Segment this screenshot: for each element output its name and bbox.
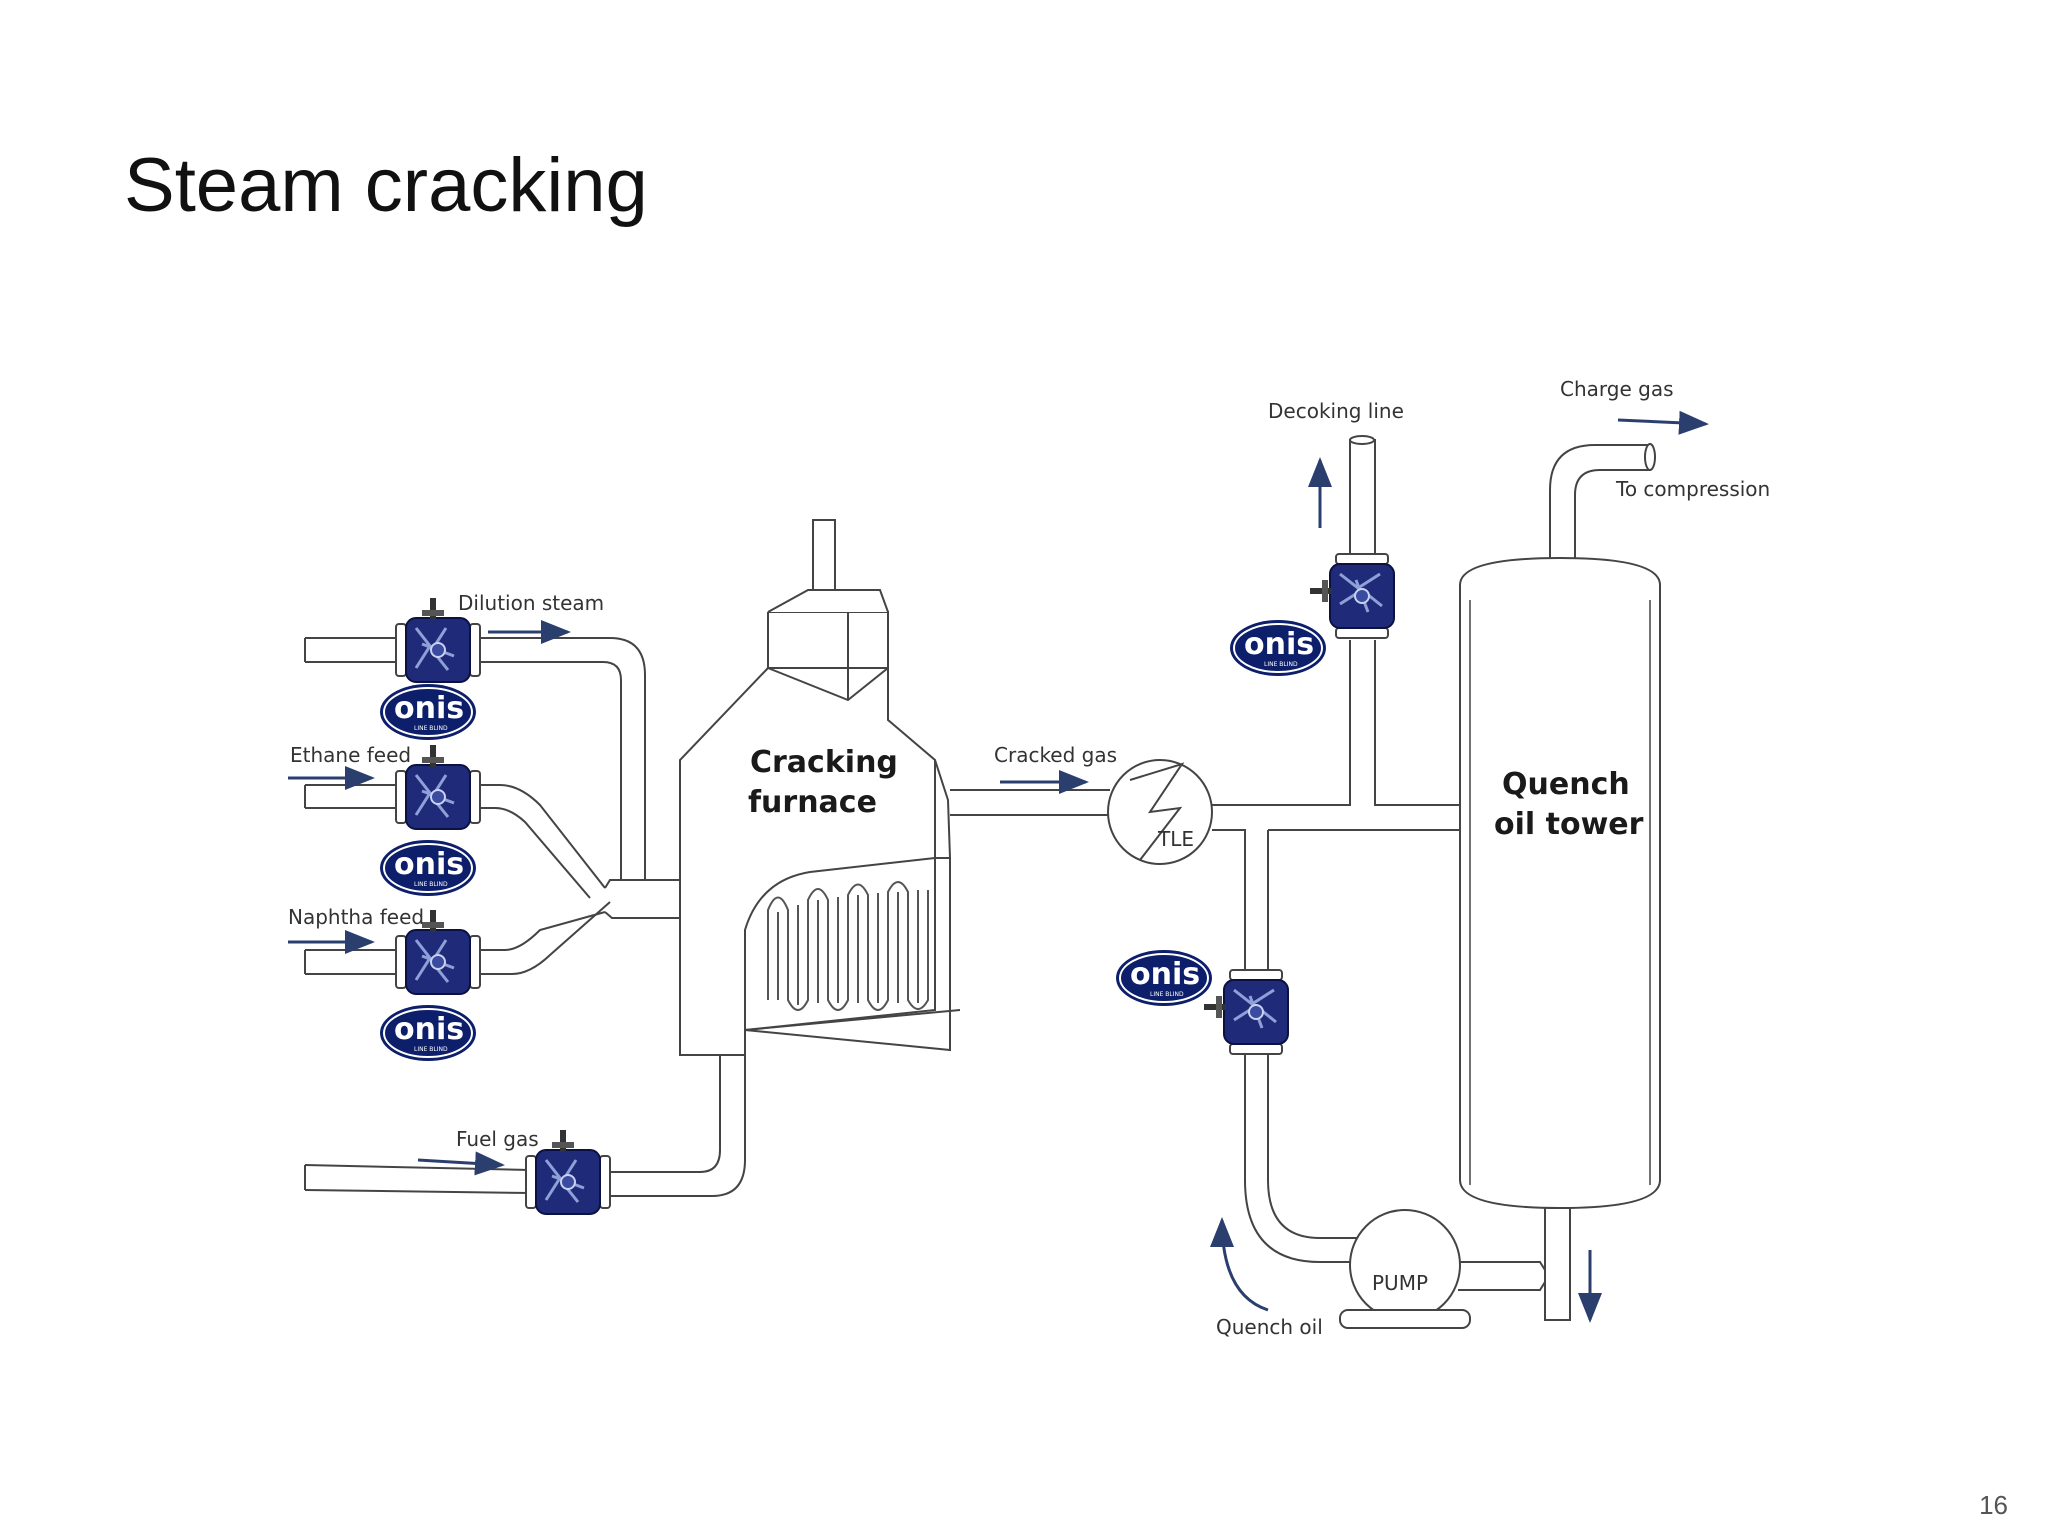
- tower-label-line1: Quench: [1502, 767, 1630, 802]
- cracked-gas-label: Cracked gas: [994, 743, 1117, 767]
- cracked-gas-pipe: [950, 789, 1110, 816]
- onis-logo-2: onis LINE BLIND: [379, 839, 477, 897]
- charge-gas-pipe: [1549, 444, 1650, 558]
- svg-text:onis: onis: [1130, 957, 1200, 992]
- svg-text:onis: onis: [394, 1012, 464, 1047]
- quench-oil-valve[interactable]: [1202, 968, 1290, 1056]
- svg-text:LINE BLIND: LINE BLIND: [1150, 991, 1184, 998]
- fuel-gas-arrow-icon: [417, 1151, 505, 1176]
- svg-text:LINE BLIND: LINE BLIND: [414, 881, 448, 888]
- quench-oil-arrow-icon: [1210, 1217, 1269, 1312]
- pump: PUMP: [1339, 1209, 1471, 1329]
- quench-oil-tower: Quench oil tower: [1459, 556, 1661, 1210]
- cracking-furnace: Cracking furnace: [679, 519, 961, 1056]
- svg-text:LINE BLIND: LINE BLIND: [414, 1046, 448, 1053]
- svg-text:onis: onis: [394, 847, 464, 882]
- page-title: Steam cracking: [124, 143, 648, 228]
- onis-logo-5: onis LINE BLIND: [1115, 949, 1213, 1007]
- onis-logo-1: onis LINE BLIND: [379, 683, 477, 741]
- dilution-steam-pipe: [305, 637, 660, 881]
- naphtha-feed-label: Naphtha feed: [288, 905, 424, 929]
- pump-label: PUMP: [1372, 1271, 1428, 1295]
- svg-text:onis: onis: [1244, 627, 1314, 662]
- quench-oil-label: Quench oil: [1216, 1315, 1323, 1339]
- tower-label-line2: oil tower: [1494, 807, 1644, 842]
- onis-logo-3: onis LINE BLIND: [379, 1004, 477, 1062]
- svg-text:onis: onis: [394, 691, 464, 726]
- svg-text:LINE BLIND: LINE BLIND: [414, 725, 448, 732]
- furnace-label-line2: furnace: [748, 785, 877, 820]
- charge-gas-label: Charge gas: [1560, 377, 1674, 401]
- onis-logo-4: onis LINE BLIND: [1229, 619, 1327, 677]
- to-compression-label: To compression: [1615, 477, 1770, 501]
- fuel-gas-label: Fuel gas: [456, 1127, 539, 1151]
- tle-label: TLE: [1157, 827, 1194, 851]
- page-number: 16: [1979, 1490, 2008, 1520]
- ethane-feed-label: Ethane feed: [290, 743, 411, 767]
- decoking-line-label: Decoking line: [1268, 399, 1404, 423]
- decoking-line-valve[interactable]: [1308, 552, 1396, 640]
- svg-text:LINE BLIND: LINE BLIND: [1264, 661, 1298, 668]
- charge-gas-arrow-icon: [1617, 410, 1709, 435]
- tle-exchanger: TLE: [1107, 759, 1213, 865]
- furnace-label-line1: Cracking: [750, 745, 898, 780]
- dilution-steam-label: Dilution steam: [458, 591, 604, 615]
- decoking-line-pipe: [1349, 439, 1376, 560]
- fuel-gas-pipe: [304, 1050, 721, 1173]
